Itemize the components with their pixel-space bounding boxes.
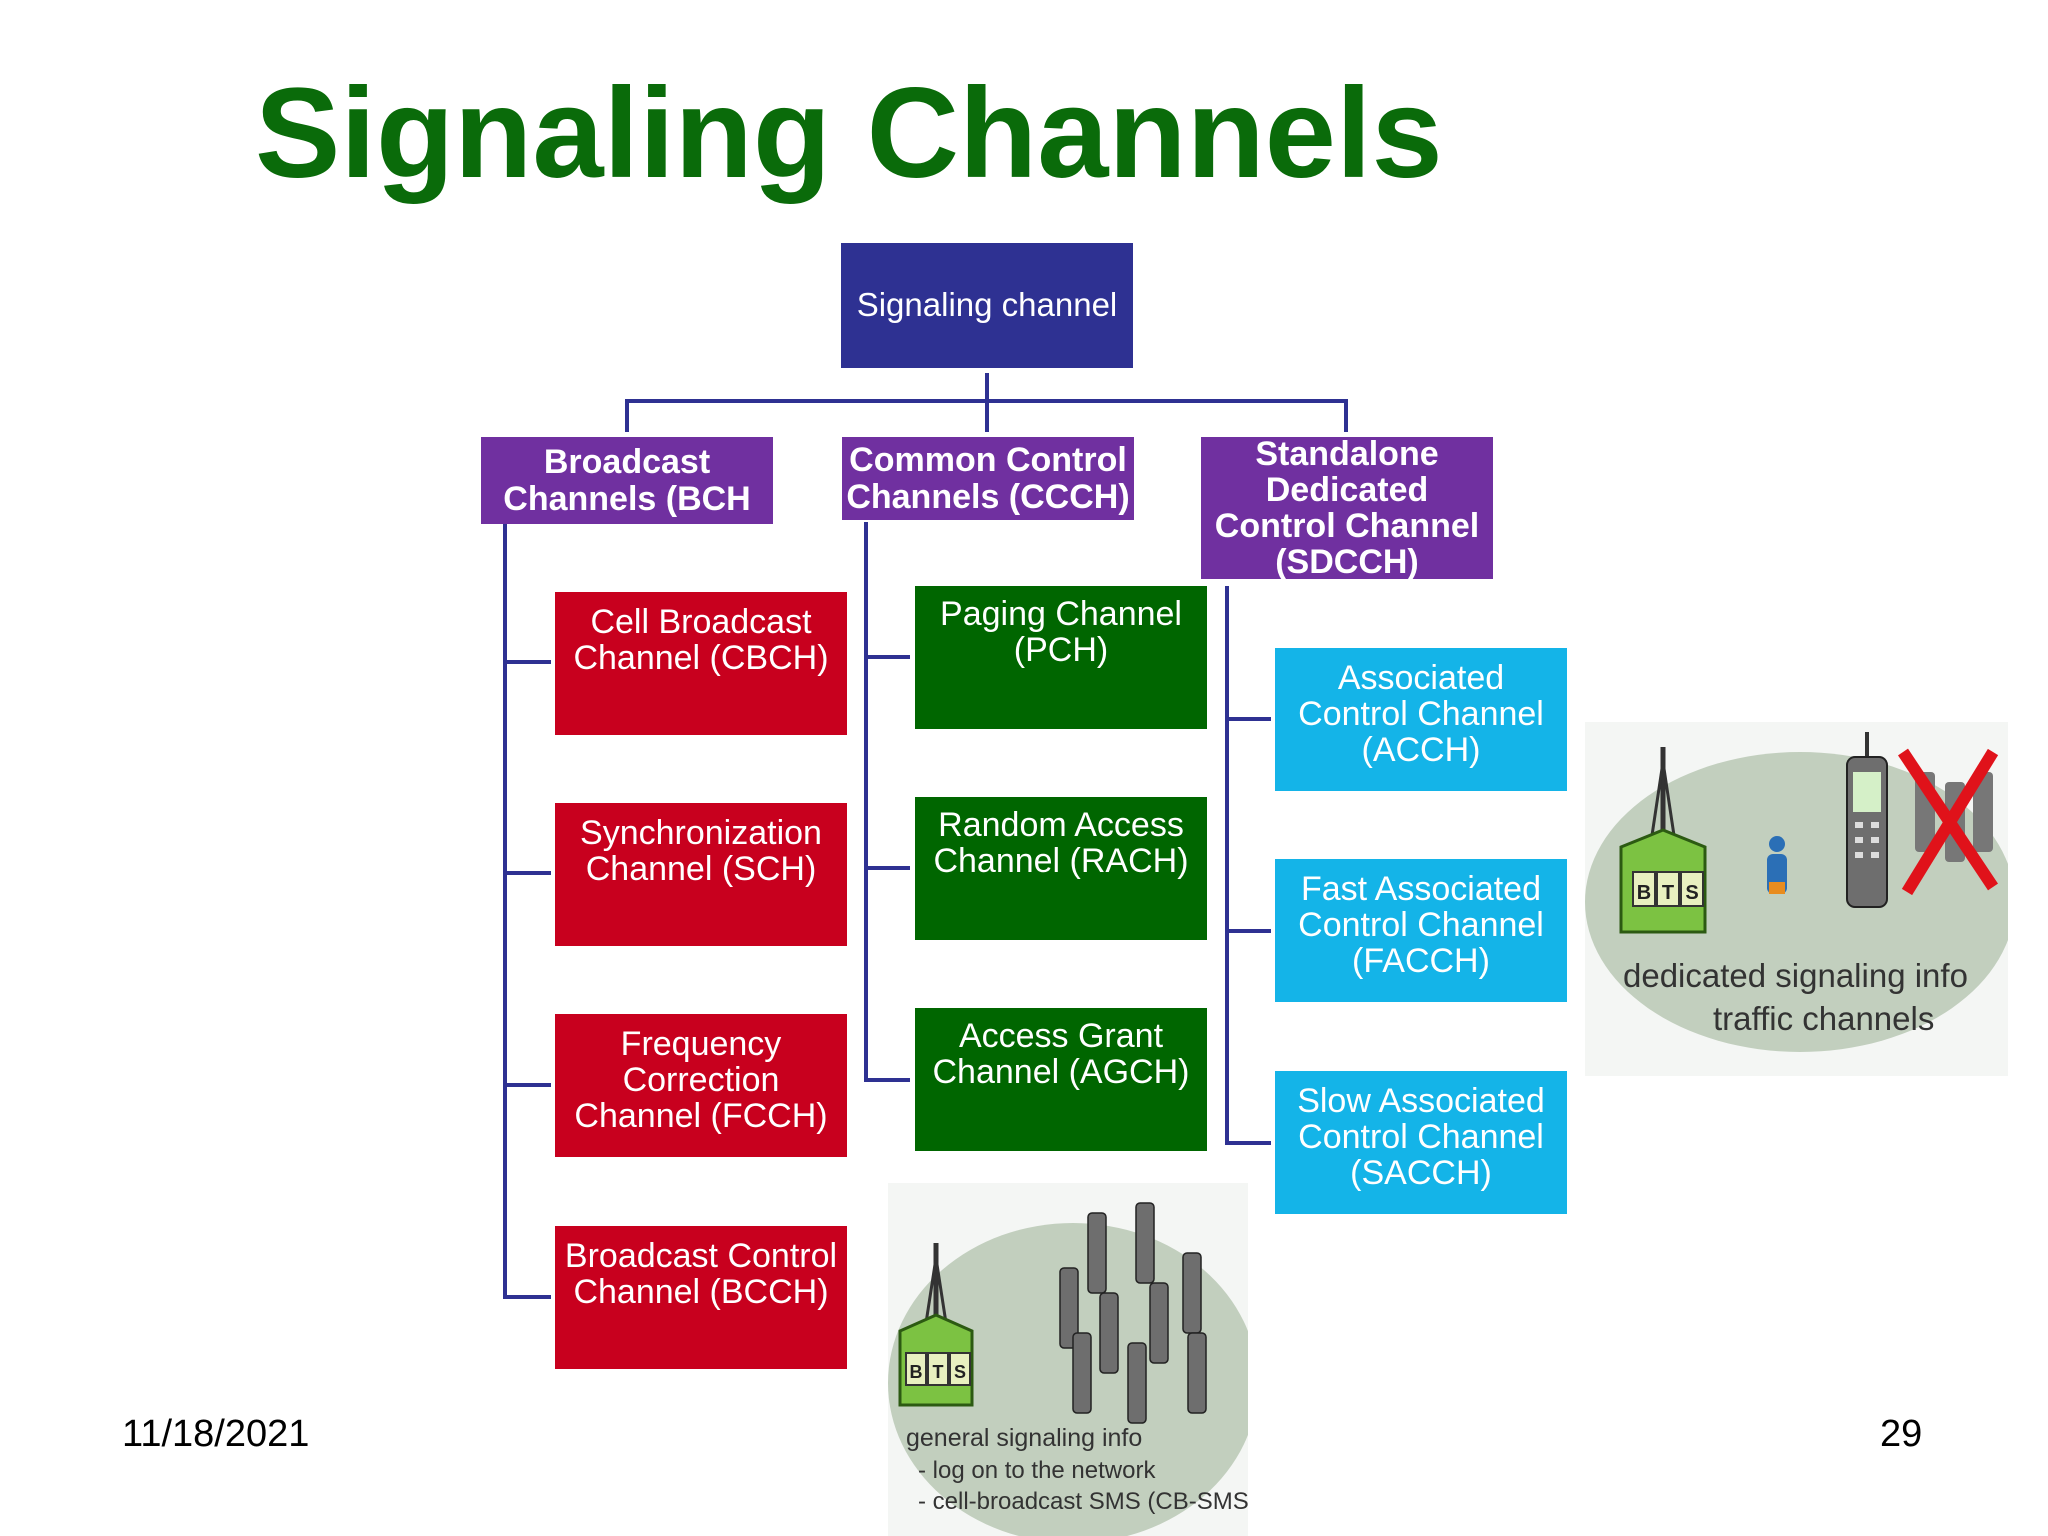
category-standalone-dedicated-box: Standalone Dedicated Control Channel (SD… — [1201, 436, 1493, 580]
category-broadcast-box: Broadcast Channels (BCH — [481, 437, 773, 524]
slide-date: 11/18/2021 — [122, 1413, 310, 1455]
slide-title: Signaling Channels — [255, 62, 1443, 205]
dedicated-caption-line2: traffic channels — [1713, 1000, 1934, 1037]
channel-fcch-box: Frequency Correction Channel (FCCH) — [555, 1014, 847, 1157]
svg-text:T: T — [933, 1362, 944, 1382]
slide-page-number: 29 — [1880, 1413, 1923, 1455]
bts-tower-icon: B T S — [1619, 747, 1707, 934]
channel-rach-box: Random Access Channel (RACH) — [915, 797, 1207, 940]
svg-text:T: T — [1662, 882, 1674, 904]
svg-text:S: S — [954, 1362, 966, 1382]
channel-agch-box: Access Grant Channel (AGCH) — [915, 1008, 1207, 1151]
channel-acch-box: Associated Control Channel (ACCH) — [1275, 648, 1567, 791]
svg-text:B: B — [910, 1362, 923, 1382]
person-icon — [1767, 836, 1787, 894]
general-caption-line3: - cell-broadcast SMS (CB-SMS) — [918, 1488, 1248, 1515]
dedicated-caption-line1: dedicated signaling info — [1623, 957, 1968, 994]
crossed-phones-icon — [1898, 748, 1999, 896]
mobile-phones-cluster-icon — [1059, 1202, 1207, 1424]
svg-text:S: S — [1685, 882, 1698, 904]
dedicated-signaling-illustration: B T S dedicated signaling info traffic c… — [1585, 722, 2008, 1076]
channel-facch-box: Fast Associated Control Channel (FACCH) — [1275, 859, 1567, 1002]
channel-sch-box: Synchronization Channel (SCH) — [555, 803, 847, 946]
category-common-control-box: Common Control Channels (CCCH) — [842, 437, 1134, 520]
general-caption-line1: general signaling info — [906, 1424, 1142, 1452]
root-signaling-channel-box: Signaling channel — [841, 243, 1133, 368]
bts-tower-icon: B T S — [898, 1243, 974, 1407]
channel-pch-box: Paging Channel (PCH) — [915, 586, 1207, 729]
svg-text:B: B — [1637, 882, 1651, 904]
channel-bcch-box: Broadcast Control Channel (BCCH) — [555, 1226, 847, 1369]
general-signaling-illustration: B T S general signaling info - log on to… — [888, 1183, 1248, 1536]
channel-cbch-box: Cell Broadcast Channel (CBCH) — [555, 592, 847, 735]
mobile-phone-icon — [1846, 732, 1888, 908]
general-caption-line2: - log on to the network — [918, 1457, 1156, 1484]
channel-sacch-box: Slow Associated Control Channel (SACCH) — [1275, 1071, 1567, 1214]
